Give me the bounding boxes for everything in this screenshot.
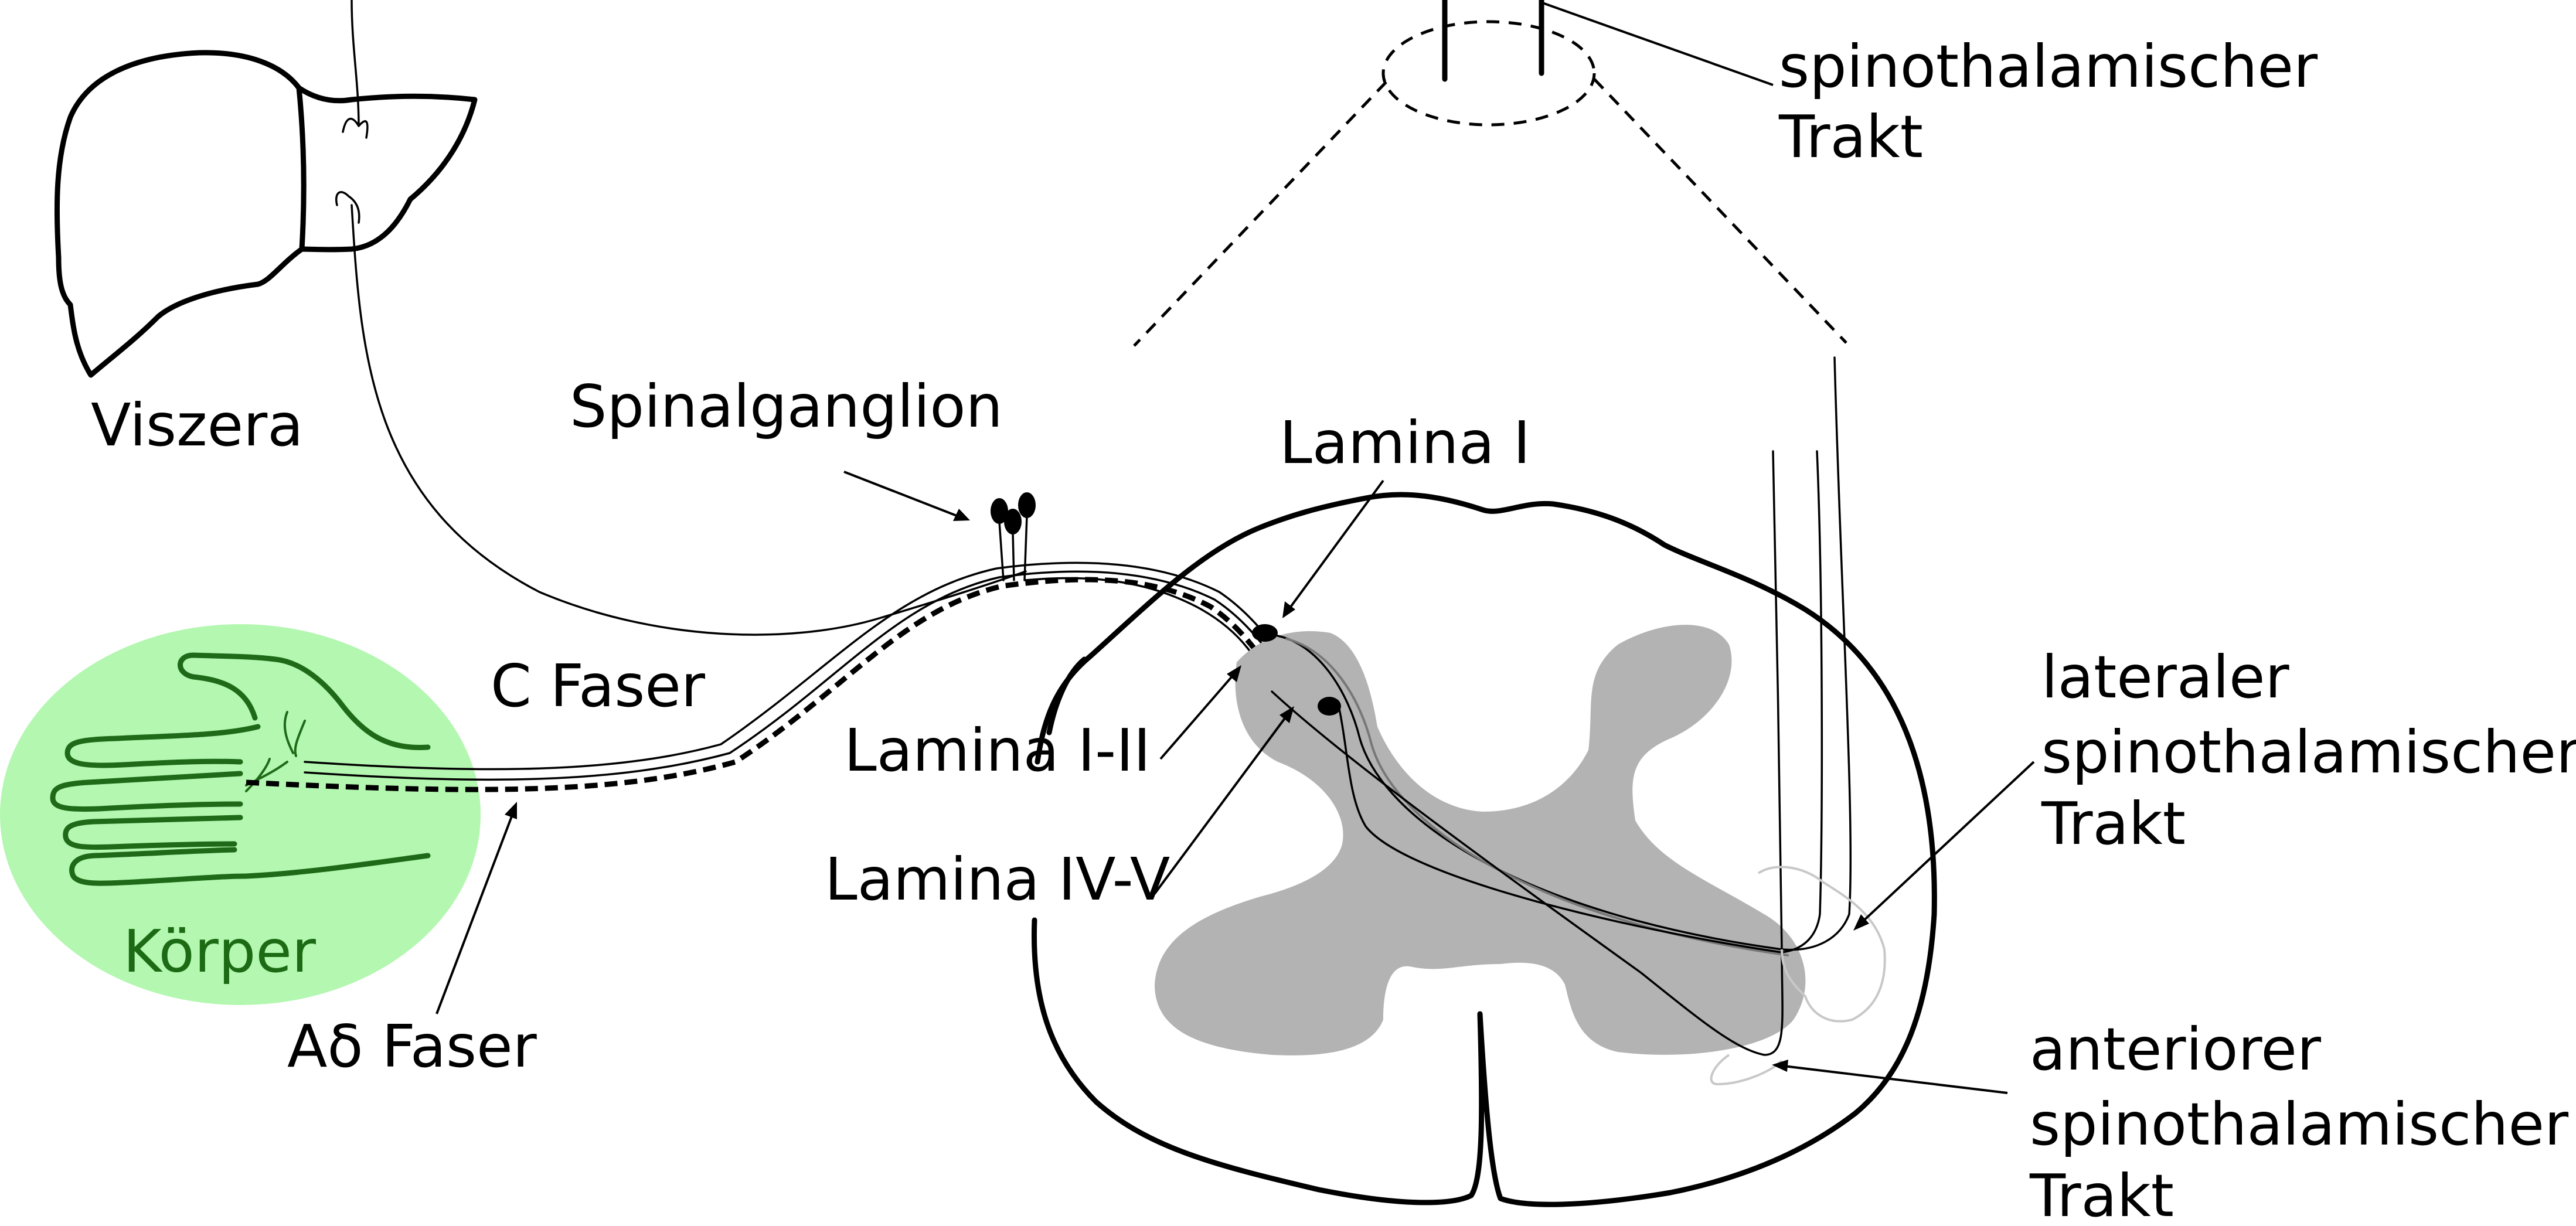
spinalganglion-label: Spinalganglion xyxy=(570,372,1003,441)
body-region: Körper xyxy=(0,624,481,1005)
lateral-tract-label-1: lateraler xyxy=(2041,643,2289,711)
lateral-tract-arrow xyxy=(1858,761,2035,926)
hand-icon xyxy=(50,652,431,886)
spinalganglion-arrow xyxy=(843,471,965,520)
top-tract-pointer xyxy=(1542,2,1774,86)
lateral-tract-label-2: spinothalamischer xyxy=(2041,718,2576,786)
visceral-fiber xyxy=(351,204,1027,636)
spinal-cord-outline xyxy=(1032,492,1937,1207)
anterior-tract-arrow xyxy=(1778,1064,2008,1094)
liver-icon xyxy=(54,0,478,378)
ad-faser-arrow xyxy=(435,808,516,1014)
spinal-ganglion-icon xyxy=(991,492,1036,581)
lamina-iv-v-arrow xyxy=(1153,711,1291,895)
body-ellipse xyxy=(0,624,481,1005)
lamina-i-arrow xyxy=(1285,479,1384,614)
spinothalamic-top-label-2: Trakt xyxy=(1778,103,1923,171)
grey-matter xyxy=(1155,625,1806,1055)
lamina-iv-v-label: Lamina IV-V xyxy=(825,845,1170,914)
c-faser-label: C Faser xyxy=(491,652,706,720)
anterior-tract-label-2: spinothalamischer xyxy=(2030,1090,2569,1159)
viszera-label: Viszera xyxy=(91,391,304,459)
anterior-tract-label-3: Trakt xyxy=(2029,1162,2174,1226)
lamina-i-ii-label: Lamina I-II xyxy=(844,716,1151,785)
spinal-cord-section xyxy=(1032,356,1937,1207)
ad-faser-label: Aδ Faser xyxy=(287,1012,537,1081)
lamina-i-label: Lamina I xyxy=(1280,408,1530,477)
koerper-label: Körper xyxy=(123,917,317,986)
spinothalamic-top-label-1: spinothalamischer xyxy=(1779,32,2318,101)
tract-zoom xyxy=(1133,0,1847,347)
lateral-tract-label-3: Trakt xyxy=(2041,789,2186,858)
lamina-i-ii-arrow xyxy=(1159,670,1238,760)
anterior-tract-label-1: anteriorer xyxy=(2030,1015,2322,1084)
